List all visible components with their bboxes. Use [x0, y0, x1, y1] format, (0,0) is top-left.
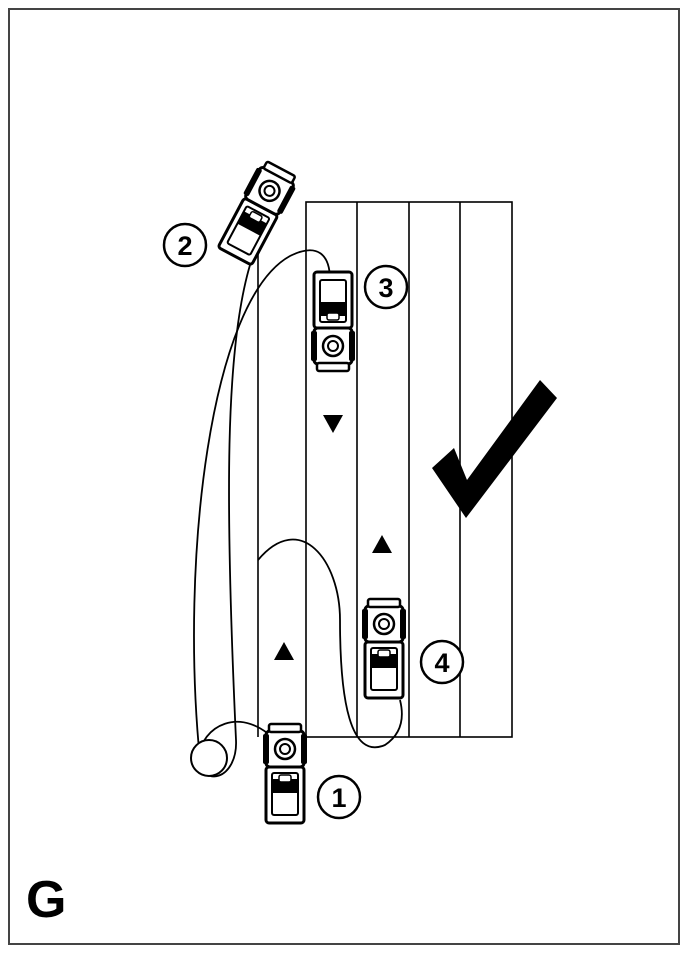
path-3-to-4	[257, 538, 403, 748]
direction-arrow-icon	[274, 642, 294, 660]
mower-icon	[261, 722, 309, 825]
step-number: 4	[434, 648, 449, 678]
figure-letter: G	[26, 871, 67, 929]
mower-icon	[360, 597, 408, 700]
path-2-to-3	[193, 249, 331, 761]
step-number: 2	[177, 231, 192, 261]
mower-icon	[309, 270, 357, 373]
step-badge-4: 4	[419, 639, 465, 685]
step-number: 1	[331, 783, 346, 813]
mower-icon	[213, 156, 303, 269]
figure-frame	[8, 8, 680, 945]
turn-loop	[190, 739, 228, 777]
step-badge-1: 1	[316, 774, 362, 820]
checkmark-icon	[432, 380, 557, 518]
direction-arrow-icon	[372, 535, 392, 553]
step-badge-2: 2	[162, 222, 208, 268]
step-badge-3: 3	[363, 264, 409, 310]
step-number: 3	[378, 273, 393, 303]
turn-paths	[193, 249, 403, 778]
direction-arrow-icon	[323, 415, 343, 433]
path-1-to-2	[199, 264, 281, 778]
